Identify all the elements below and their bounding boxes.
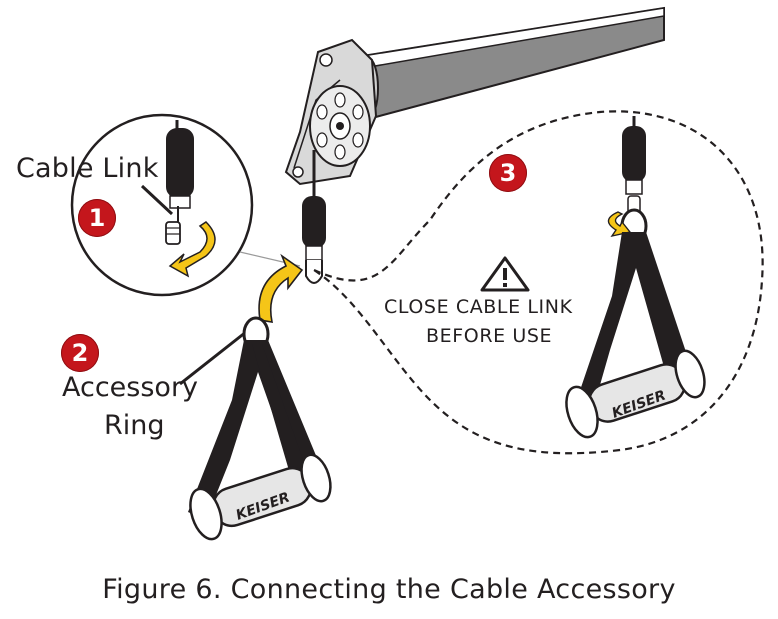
step-2-badge: 2 — [61, 334, 99, 372]
cable-link-label: Cable Link — [16, 153, 159, 184]
warning-text-line2: BEFORE USE — [426, 325, 553, 347]
pulley-wheel — [309, 85, 371, 167]
step-1-badge: 1 — [78, 199, 116, 237]
connect-arrow-icon — [258, 253, 304, 323]
main-cable — [302, 150, 326, 284]
cable-arm — [348, 6, 665, 120]
handle-right: KEISER — [565, 116, 706, 439]
rotate-arrow-icon — [607, 211, 632, 238]
accessory-ring-label-line2: Ring — [104, 410, 165, 441]
warning-text-line1: CLOSE CABLE LINK — [384, 296, 573, 318]
figure-caption: Figure 6. Connecting the Cable Accessory — [102, 574, 676, 605]
cable-link-leader — [140, 184, 174, 216]
step-3-badge: 3 — [489, 154, 527, 192]
handle-left: KEISER — [188, 316, 332, 541]
warning-triangle-icon — [480, 256, 530, 292]
rotate-arrow-icon — [168, 221, 216, 278]
accessory-ring-leader — [179, 330, 247, 386]
cable-accessory-diagram: KEISER KEISER — [70, 6, 764, 541]
accessory-ring-label-line1: Accessory — [62, 372, 199, 403]
step3-callout — [313, 110, 764, 455]
